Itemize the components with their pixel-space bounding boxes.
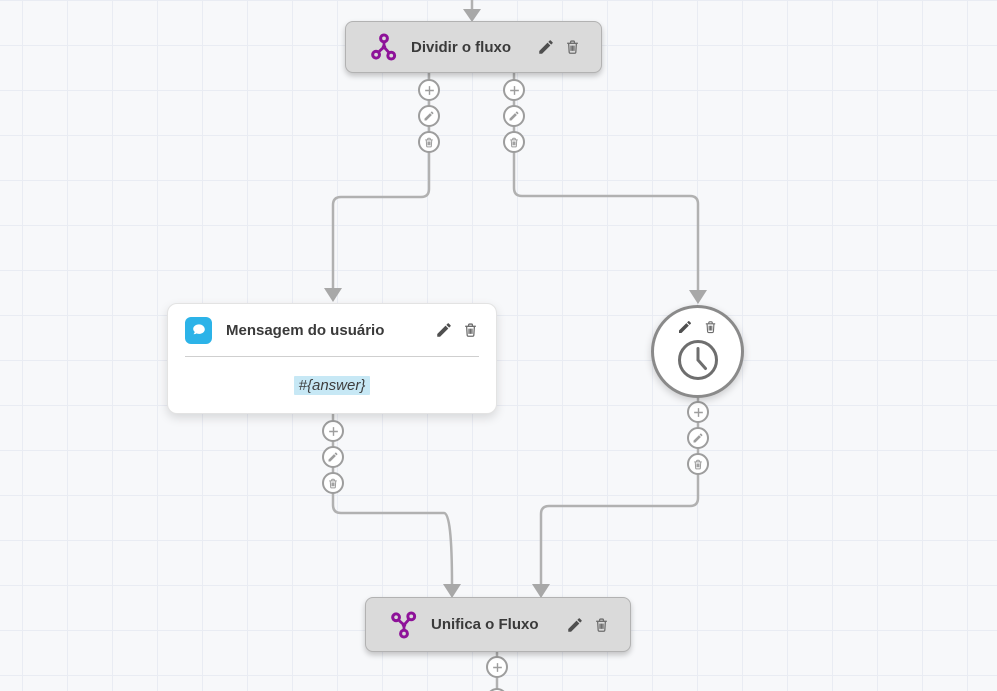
node-user-message-label: Mensagem do usuário xyxy=(226,321,385,339)
plus-icon xyxy=(509,85,519,95)
connector-message-to-merge xyxy=(331,414,454,586)
connector-delay-to-merge xyxy=(539,396,700,585)
edit-connection-button[interactable] xyxy=(687,427,709,449)
pencil-icon[interactable] xyxy=(677,319,693,335)
connector-split-to-delay xyxy=(512,73,700,291)
edit-connection-button[interactable] xyxy=(322,446,344,468)
arrowhead-down-icon xyxy=(532,584,550,598)
trash-icon[interactable] xyxy=(564,38,581,56)
plus-icon xyxy=(328,426,338,436)
trash-icon[interactable] xyxy=(703,319,718,335)
trash-icon xyxy=(510,137,518,147)
edit-connection-button[interactable] xyxy=(503,105,525,127)
delete-connection-button[interactable] xyxy=(418,131,440,153)
arrowhead-down-icon xyxy=(689,290,707,304)
node-delay[interactable] xyxy=(651,305,744,398)
trash-icon[interactable] xyxy=(593,616,610,634)
add-block-button[interactable] xyxy=(503,79,525,101)
arrowhead-down-icon xyxy=(324,288,342,302)
split-flow-icon xyxy=(371,33,397,61)
arrowhead-down-icon xyxy=(443,584,461,598)
delete-connection-button[interactable] xyxy=(503,131,525,153)
plus-icon xyxy=(693,407,703,417)
node-merge-flow[interactable]: Unifica o Fluxo xyxy=(365,597,631,652)
message-variable-chip: #{answer} xyxy=(293,375,371,395)
add-block-button[interactable] xyxy=(687,401,709,423)
trash-icon xyxy=(425,137,433,147)
add-block-button[interactable] xyxy=(486,656,508,678)
edit-connection-button[interactable] xyxy=(418,105,440,127)
delete-connection-button[interactable] xyxy=(687,453,709,475)
clock-icon xyxy=(677,340,718,380)
trash-icon[interactable] xyxy=(462,321,479,339)
pencil-icon xyxy=(328,452,338,462)
merge-flow-icon xyxy=(391,610,417,639)
plus-icon xyxy=(424,85,434,95)
connector-split-to-message xyxy=(331,73,431,289)
node-merge-label: Unifica o Fluxo xyxy=(431,616,539,633)
pencil-icon xyxy=(424,111,434,121)
node-user-message[interactable]: Mensagem do usuário #{answer} xyxy=(167,303,497,414)
pencil-icon[interactable] xyxy=(537,38,555,56)
add-block-button[interactable] xyxy=(322,420,344,442)
pencil-icon xyxy=(509,111,519,121)
pencil-icon xyxy=(693,433,703,443)
chat-bubble-icon xyxy=(185,316,212,344)
pencil-icon[interactable] xyxy=(435,321,453,339)
trash-icon xyxy=(329,478,337,488)
plus-icon xyxy=(492,662,502,672)
node-split-label: Dividir o fluxo xyxy=(411,38,512,56)
trash-icon xyxy=(694,459,702,469)
pencil-icon[interactable] xyxy=(566,616,584,634)
card-divider xyxy=(185,356,479,357)
add-block-button[interactable] xyxy=(418,79,440,101)
arrowhead-down-icon xyxy=(463,9,481,22)
node-split-flow[interactable]: Dividir o fluxo xyxy=(345,21,602,73)
delete-connection-button[interactable] xyxy=(322,472,344,494)
